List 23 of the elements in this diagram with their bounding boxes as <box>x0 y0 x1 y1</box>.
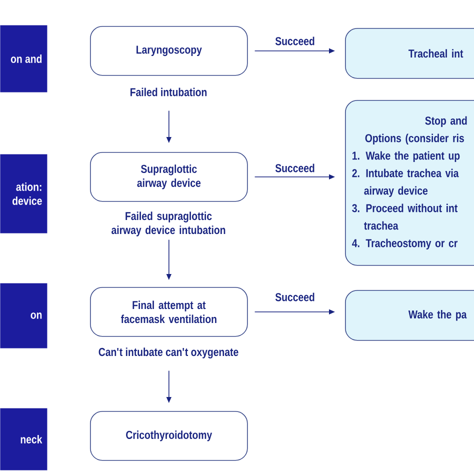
list-item: 4. Tracheostomy or cr <box>352 238 458 250</box>
process-box: Supraglottic airway device <box>90 152 248 202</box>
outcome-box: Wake the pa <box>345 290 474 341</box>
stage-box: on and <box>0 25 48 92</box>
stage-box: neck <box>0 408 48 470</box>
process-box: Final attempt at facemask ventilation <box>90 287 248 337</box>
stage-box: ation: device <box>0 154 48 234</box>
edge-label: Failed intubation <box>130 88 207 96</box>
outcome-box <box>345 100 474 266</box>
edge-label: Succeed <box>275 36 314 46</box>
list-item: 2. Intubate trachea via airway device <box>352 168 459 197</box>
outcome-box: Tracheal int <box>345 28 474 79</box>
edge-label: Succeed <box>275 164 314 172</box>
process-box: Laryngoscopy <box>90 26 248 76</box>
list-item: 3. Proceed without int trachea <box>352 204 458 230</box>
list-item: 1. Wake the patient up <box>352 151 460 162</box>
edge-label: Failed supraglottic airway device intubation <box>112 212 226 236</box>
stage-box: on <box>0 283 48 348</box>
process-box: Cricothyroidotomy <box>90 411 248 461</box>
edge-label: Can't intubate can't oxygenate <box>98 348 238 358</box>
box-heading: Stop and <box>425 116 467 127</box>
edge-label: Succeed <box>275 292 314 302</box>
note-text: Options (consider ris <box>365 134 464 144</box>
